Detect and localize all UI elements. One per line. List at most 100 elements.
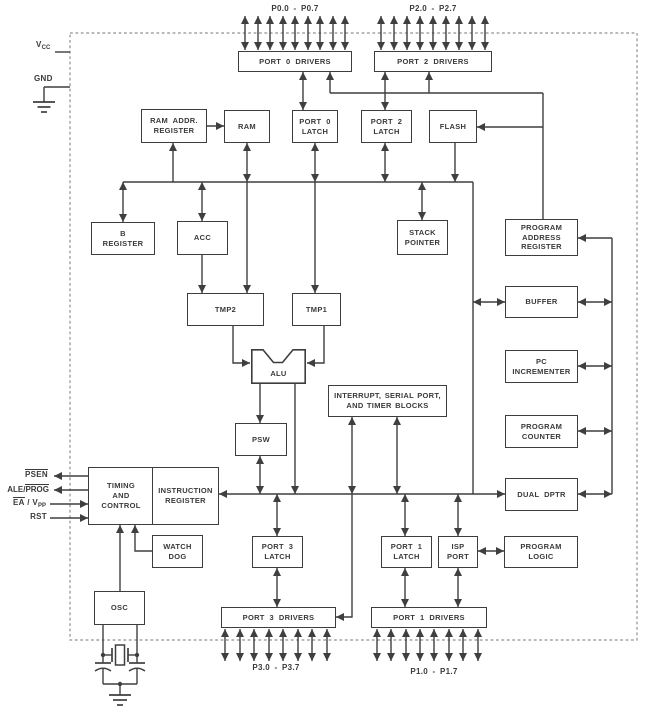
block-tmp2-label: TMP2 [214,304,237,314]
block-ram-addr-register-label-line1: RAM ADDR. [150,116,198,126]
program-address-bus [473,234,613,498]
block-alu-label: ALU [270,369,287,379]
pin-label-psen-text: PSEN [25,469,48,479]
oscillator-crystal-circuit [94,625,146,706]
block-port2-latch: PORT 2 LATCH [361,110,412,143]
block-buffer: BUFFER [505,286,578,318]
block-timing-and-control-label-line2: AND [112,491,130,501]
pin-label-port2-range-text: P2.0 - P2.7 [409,4,457,13]
block-port0-latch-label-line2: LATCH [301,126,329,136]
pin-label-rst: RST [0,512,47,522]
block-pc-incrementer: PC INCREMENTER [505,350,578,383]
block-port2-drivers: PORT 2 DRIVERS [374,51,492,72]
pin-label-vcc-main: V [36,40,42,49]
block-port0-latch: PORT 0 LATCH [292,110,338,143]
pin-label-ea-vpp: EA / VPP [0,497,46,510]
pin-label-port0-range: P0.0 - P0.7 [255,4,335,14]
pin-label-port1-range: P1.0 - P1.7 [394,667,474,677]
block-port3-drivers-label: PORT 3 DRIVERS [242,612,315,622]
control-signal-wires [50,472,152,591]
pin-arrows-port0 [241,16,349,50]
alu-wires [198,255,325,494]
block-alu: ALU [251,349,306,384]
block-instruction-register-label-line2: REGISTER [165,496,206,505]
block-port0-drivers-label: PORT 0 DRIVERS [259,56,331,66]
block-isp-port-label-line2: PORT [446,552,470,561]
block-port1-drivers: PORT 1 DRIVERS [371,607,487,628]
block-port0-latch-label-line1: PORT 0 [299,116,331,126]
block-ram: RAM [224,110,270,143]
block-ram-addr-register: RAM ADDR. REGISTER [141,109,207,143]
block-program-logic: PROGRAM LOGIC [504,536,578,568]
block-instruction-register-label-line1: INSTRUCTION [158,486,213,496]
pin-label-ea-sub: PP [37,503,46,509]
block-program-counter-label-line1: PROGRAM [520,421,563,431]
alu-shape [251,349,306,384]
pin-arrows-port3 [221,629,331,661]
block-instruction-register: INSTRUCTION REGISTER [152,467,219,525]
block-osc-label: OSC [110,603,129,613]
block-port2-drivers-label: PORT 2 DRIVERS [397,56,469,66]
block-pc-incrementer-label-line1: PC [535,356,548,366]
block-isp-port-label-line1: ISP [451,542,465,552]
pin-label-ale-overline: PROG [25,484,49,494]
block-psw-label: PSW [252,434,270,444]
block-port1-drivers-label: PORT 1 DRIVERS [393,612,465,622]
block-tmp2: TMP2 [187,293,264,326]
pin-label-ea-overline: EA [13,497,25,507]
block-dual-dptr-label: DUAL DPTR [517,489,566,499]
block-watch-dog-label-line1: WATCH [163,541,192,551]
block-program-address-register-label-line3: REGISTER [521,242,562,252]
pin-label-gnd: GND [34,74,53,84]
block-osc: OSC [94,591,145,625]
block-pc-incrementer-label-line2: INCREMENTER [512,366,571,376]
pin-label-port3-range-text: P3.0 - P3.7 [252,663,300,672]
bus-upper [119,143,474,494]
block-port3-latch-label-line1: PORT 3 [261,542,294,552]
block-port1-latch-label-line2: LATCH [393,552,420,561]
block-port1-latch: PORT 1 LATCH [381,536,432,568]
pin-label-vcc: VCC [36,40,51,52]
bus-lower [219,417,505,621]
gnd-wire-and-ground-symbol [33,86,70,113]
pin-arrows-port2 [377,16,489,50]
block-port3-drivers: PORT 3 DRIVERS [221,607,336,628]
block-program-counter-label-line2: COUNTER [521,431,562,441]
block-flash: FLASH [429,110,477,143]
pin-label-port2-range: P2.0 - P2.7 [393,4,473,14]
pin-label-ea-plain: / V [24,498,38,507]
block-b-register: B REGISTER [91,222,155,255]
block-interrupt-serial-timer: INTERRUPT, SERIAL PORT, AND TIMER BLOCKS [328,385,447,417]
block-program-address-register: PROGRAM ADDRESS REGISTER [505,219,578,256]
block-port0-drivers: PORT 0 DRIVERS [238,51,352,72]
block-flash-label: FLASH [439,121,467,131]
block-tmp1: TMP1 [292,293,341,326]
block-stack-pointer-label-line1: STACK [409,227,436,237]
address-wires [299,72,544,219]
pin-label-vcc-sub: CC [41,45,51,51]
block-timing-and-control-label-line1: TIMING [106,481,136,491]
block-psw: PSW [235,423,287,456]
block-b-register-label-line1: B [120,228,126,238]
pin-label-port1-range-text: P1.0 - P1.7 [410,667,458,676]
ground-symbol-bottom [109,684,131,706]
block-program-address-register-label-line1: PROGRAM [520,222,563,232]
block-acc: ACC [177,221,228,255]
pin-label-gnd-text: GND [34,74,53,83]
dashed-chip-boundary [69,32,638,641]
pin-label-port0-range-text: P0.0 - P0.7 [271,4,319,13]
block-program-counter: PROGRAM COUNTER [505,415,578,448]
block-acc-label: ACC [193,233,212,243]
block-program-address-register-label-line2: ADDRESS [522,232,561,242]
capacitor-left-icon [94,662,112,684]
pin-label-rst-text: RST [30,512,47,521]
pin-label-psen: PSEN [0,469,48,480]
block-ram-label: RAM [238,121,256,131]
block-timing-and-control: TIMING AND CONTROL [88,467,154,525]
block-port1-latch-label-line1: PORT 1 [390,542,423,552]
block-port2-latch-label-line2: LATCH [373,126,400,136]
block-stack-pointer: STACK POINTER [397,220,448,255]
block-program-logic-label-line2: LOGIC [528,552,554,561]
capacitor-right-icon [128,662,146,684]
